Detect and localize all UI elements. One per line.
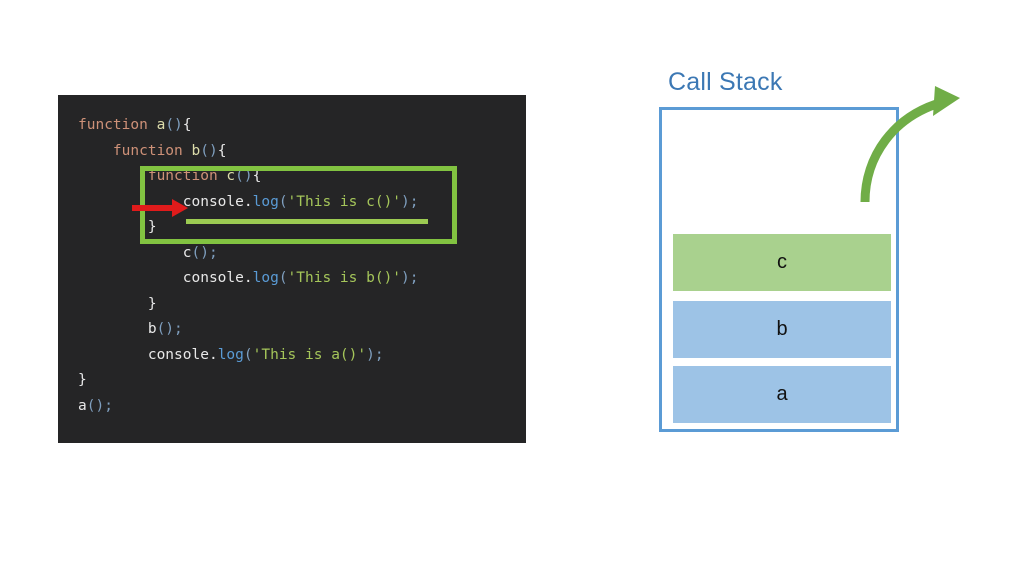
stack-frame-label: a (776, 383, 788, 405)
code-token-punct: ; (104, 397, 113, 414)
code-token-brace: { (252, 168, 262, 184)
code-block: function a(){ function b(){ function c()… (78, 113, 419, 419)
code-line: } (78, 368, 419, 394)
code-token-punct: () (235, 168, 253, 184)
code-token-str: 'This is b()' (287, 270, 402, 286)
code-token-punct: ( (278, 193, 288, 210)
code-indent (78, 321, 148, 337)
code-token-fn: b (191, 142, 201, 159)
code-token-plain: a (78, 397, 87, 414)
code-token-punct: ( (243, 346, 253, 363)
code-token-punct: ; (374, 346, 384, 363)
red-pointer-arrow (132, 199, 188, 217)
code-token-kw: function (112, 142, 192, 159)
code-line: function b(){ (78, 139, 419, 165)
code-token-punct: () (191, 244, 209, 261)
code-line: } (78, 215, 419, 241)
stack-frame-label: c (777, 251, 787, 273)
code-line: b(); (78, 317, 419, 343)
stack-frame-a[interactable]: a (673, 366, 891, 423)
code-indent (78, 168, 148, 184)
code-token-fn: c (226, 168, 236, 184)
code-token-prop: log (217, 346, 244, 363)
code-token-punct: () (156, 321, 175, 337)
code-indent (78, 143, 113, 159)
code-token-str: 'This is a()' (252, 346, 367, 363)
code-token-brace: } (78, 372, 87, 388)
code-token-punct: ; (409, 270, 419, 286)
stack-frame-c[interactable]: c (673, 234, 891, 291)
code-token-punct: ) (366, 346, 375, 363)
code-token-punct: ) (401, 270, 410, 286)
code-panel: function a(){ function b(){ function c()… (58, 95, 526, 443)
code-token-punct: ; (409, 193, 419, 210)
code-line: c(); (78, 241, 419, 267)
code-indent (78, 219, 148, 235)
code-indent (78, 270, 183, 286)
code-line: function c(){ (78, 164, 419, 190)
code-token-punct: ; (174, 321, 183, 337)
code-token-plain: c (182, 244, 192, 261)
code-token-plain: console (182, 193, 244, 210)
code-line: console.log('This is a()'); (78, 343, 419, 369)
code-indent (78, 347, 148, 363)
code-token-kw: function (147, 168, 227, 184)
code-token-punct: () (86, 397, 105, 414)
code-token-punct: ; (208, 244, 218, 261)
code-indent (78, 296, 148, 312)
call-stack-container: c b a (659, 107, 899, 432)
code-token-prop: log (252, 270, 279, 286)
code-line: console.log('This is c()'); (78, 190, 419, 216)
code-token-punct: () (200, 142, 218, 159)
code-token-fn: a (156, 117, 166, 133)
code-token-brace: } (147, 219, 157, 235)
stack-frame-label: b (776, 318, 788, 340)
code-line: a(); (78, 394, 419, 420)
current-statement-underline (186, 219, 428, 224)
code-token-str: 'This is c()' (287, 193, 402, 210)
code-token-plain: console (182, 270, 244, 286)
code-token-plain: . (208, 346, 218, 363)
code-token-plain: . (243, 193, 253, 210)
code-token-brace: } (147, 295, 157, 312)
code-line: } (78, 292, 419, 318)
code-token-prop: log (252, 193, 279, 210)
code-indent (78, 245, 183, 261)
code-token-brace: { (217, 142, 227, 159)
code-token-punct: ) (401, 193, 410, 210)
stack-frame-b[interactable]: b (673, 301, 891, 358)
code-token-plain: . (243, 270, 253, 286)
code-line: function a(){ (78, 113, 419, 139)
code-token-punct: () (165, 117, 183, 133)
code-token-plain: b (147, 321, 157, 337)
code-token-kw: function (78, 117, 157, 133)
code-token-plain: console (147, 346, 209, 363)
call-stack-title: Call Stack (668, 68, 783, 96)
code-line: console.log('This is b()'); (78, 266, 419, 292)
code-token-punct: ( (278, 270, 288, 286)
code-token-brace: { (182, 117, 192, 133)
